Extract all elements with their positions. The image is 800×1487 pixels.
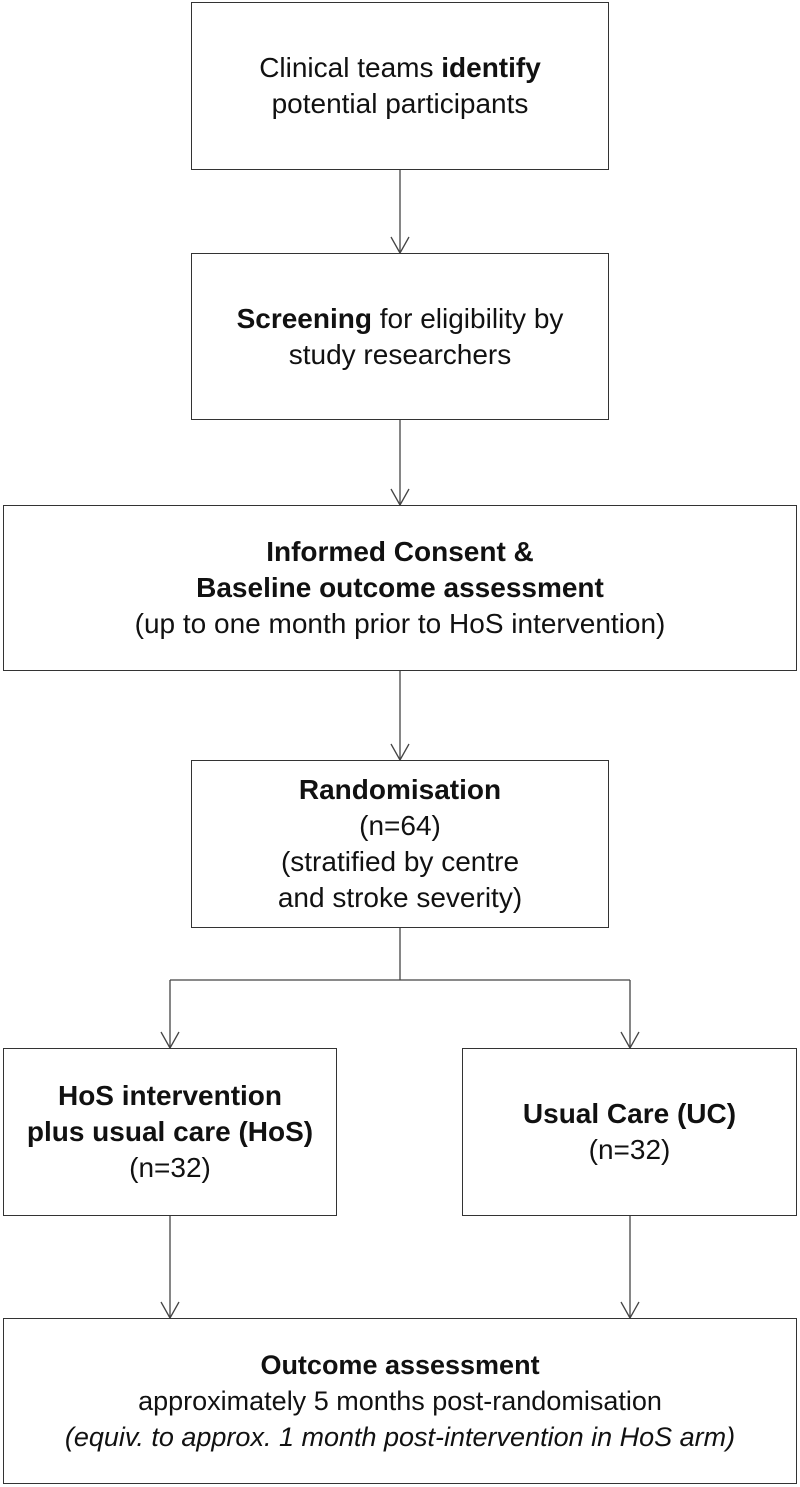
uc-arm-title: Usual Care (UC)	[522, 1098, 737, 1129]
identify-box: Clinical teams identify potential partic…	[191, 2, 609, 170]
screening-line-1: Screening for eligibility by	[237, 301, 564, 337]
hos-arm-line-2: plus usual care (HoS)	[26, 1116, 314, 1147]
randomisation-line-4: and stroke severity)	[277, 882, 523, 913]
randomisation-box: Randomisation (n=64) (stratified by cent…	[191, 760, 609, 928]
uc-arm-box: Usual Care (UC) (n=32)	[462, 1048, 797, 1216]
consent-line-1: Informed Consent &	[266, 536, 534, 567]
screening-suffix: for eligibility by	[371, 302, 564, 334]
outcome-line-2: approximately 5 months post-randomisatio…	[138, 1386, 662, 1416]
randomisation-title: Randomisation	[298, 774, 502, 805]
outcome-line-3: (equiv. to approx. 1 month post-interven…	[64, 1422, 736, 1452]
consent-line-3: (up to one month prior to HoS interventi…	[134, 608, 666, 639]
consent-line-2: Baseline outcome assessment	[196, 572, 604, 603]
hos-arm-box: HoS intervention plus usual care (HoS) (…	[3, 1048, 337, 1216]
randomisation-count: (n=64)	[359, 810, 441, 841]
screening-box: Screening for eligibility by study resea…	[191, 253, 609, 420]
identify-emphasis: identify	[441, 52, 541, 83]
identify-line-1: Clinical teams identify	[259, 50, 541, 86]
randomisation-line-3: (stratified by centre	[280, 846, 520, 877]
hos-arm-line-1: HoS intervention	[57, 1080, 282, 1111]
identify-prefix: Clinical teams	[259, 52, 442, 83]
outcome-box: Outcome assessment approximately 5 month…	[3, 1318, 797, 1484]
identify-line-2: potential participants	[271, 88, 529, 119]
screening-emphasis: Screening	[236, 302, 372, 334]
consent-box: Informed Consent & Baseline outcome asse…	[3, 505, 797, 671]
uc-arm-count: (n=32)	[588, 1134, 671, 1165]
outcome-title: Outcome assessment	[260, 1350, 540, 1380]
hos-arm-count: (n=32)	[129, 1152, 211, 1183]
screening-line-2: study researchers	[288, 338, 512, 370]
